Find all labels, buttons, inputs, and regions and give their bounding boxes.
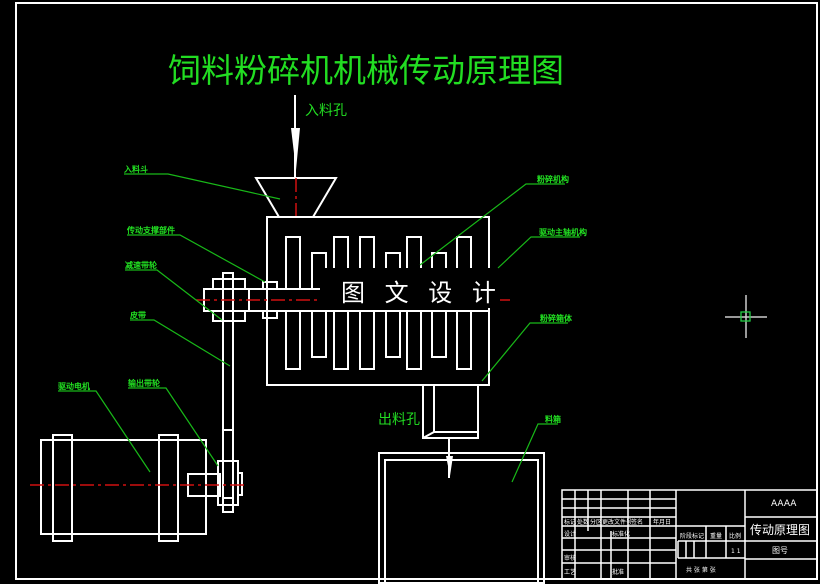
tb-header-date: 年月日 bbox=[653, 518, 671, 526]
svg-text:粉碎机构: 粉碎机构 bbox=[537, 174, 569, 184]
svg-text:驱动电机: 驱动电机 bbox=[58, 381, 90, 391]
tb-row-review: 审核 bbox=[564, 554, 576, 562]
watermark: 图 文 设 计 bbox=[341, 279, 502, 307]
tb-header-zone: 分区 bbox=[590, 518, 602, 526]
svg-text:驱动主轴机构: 驱动主轴机构 bbox=[539, 227, 587, 237]
tb-scale-label: 比例 bbox=[729, 532, 741, 540]
tb-row-design: 设计 bbox=[564, 530, 576, 538]
collector-box bbox=[378, 452, 545, 584]
tb-header-count: 处数 bbox=[577, 518, 589, 526]
svg-text:皮带: 皮带 bbox=[129, 310, 146, 320]
collector-inner bbox=[384, 459, 539, 584]
reducer-pulley bbox=[203, 272, 250, 499]
svg-text:传动支撑部件: 传动支撑部件 bbox=[126, 225, 175, 235]
tb-stage-label: 阶段标记 bbox=[680, 532, 704, 540]
tb-approve-label: 批准 bbox=[612, 568, 624, 576]
svg-text:粉碎箱体: 粉碎箱体 bbox=[540, 313, 573, 323]
tb-weight-label: 重量 bbox=[710, 532, 722, 540]
lower-rotor-teeth bbox=[285, 310, 472, 370]
outlet-label: 出料孔 bbox=[378, 412, 420, 428]
callout-output-pulley: 输出带轮 bbox=[128, 378, 219, 467]
svg-text:料箱: 料箱 bbox=[545, 414, 561, 424]
callout-hopper: 入料斗 bbox=[123, 164, 281, 200]
tb-code: AAAA bbox=[771, 499, 797, 509]
tb-sheet-label: 共 张 第 张 bbox=[686, 566, 716, 574]
callout-crushing-mechanism: 粉碎机构 bbox=[419, 174, 569, 266]
outlet-arrow bbox=[446, 438, 453, 478]
inlet-arrow bbox=[291, 95, 300, 178]
tb-header-signature: 签名 bbox=[631, 518, 643, 526]
tb-drawing-name: 传动原理图 bbox=[750, 522, 810, 537]
inlet-label: 入料孔 bbox=[305, 103, 347, 119]
bearing-bottom bbox=[262, 310, 278, 319]
cursor-crosshair-icon bbox=[725, 295, 767, 338]
callout-drive-shaft-mechanism: 驱动主轴机构 bbox=[497, 227, 587, 269]
bearing-top bbox=[262, 281, 278, 290]
title-block: 标记 处数 分区 更改文件号 签名 年月日 设计 标准化 审核 工艺 批准 阶段… bbox=[561, 489, 818, 580]
watermark-bg bbox=[320, 268, 500, 308]
motor bbox=[40, 429, 243, 542]
tb-header-mark: 标记 bbox=[564, 518, 576, 526]
callout-bearing-support: 传动支撑部件 bbox=[126, 225, 266, 283]
outlet-chute bbox=[422, 384, 479, 439]
callout-belt: 皮带 bbox=[129, 310, 231, 367]
drawing-title: 饲料粉碎机机械传动原理图 bbox=[168, 51, 564, 90]
svg-text:减速带轮: 减速带轮 bbox=[125, 260, 157, 270]
tb-scale-ratio: 1 1 bbox=[731, 548, 741, 555]
drawing-border bbox=[15, 2, 818, 580]
callout-reducer-pulley: 减速带轮 bbox=[125, 260, 223, 321]
svg-text:入料斗: 入料斗 bbox=[123, 164, 148, 174]
callout-housing: 粉碎箱体 bbox=[481, 313, 573, 382]
callout-collector: 料箱 bbox=[511, 414, 561, 483]
tb-row-process: 工艺 bbox=[564, 568, 576, 576]
svg-text:输出带轮: 输出带轮 bbox=[128, 378, 160, 388]
tb-header-change-doc: 更改文件号 bbox=[602, 518, 632, 526]
callout-motor: 驱动电机 bbox=[58, 381, 151, 473]
tb-drawing-no-label: 图号 bbox=[772, 546, 788, 555]
tb-std-label: 标准化 bbox=[612, 530, 630, 538]
